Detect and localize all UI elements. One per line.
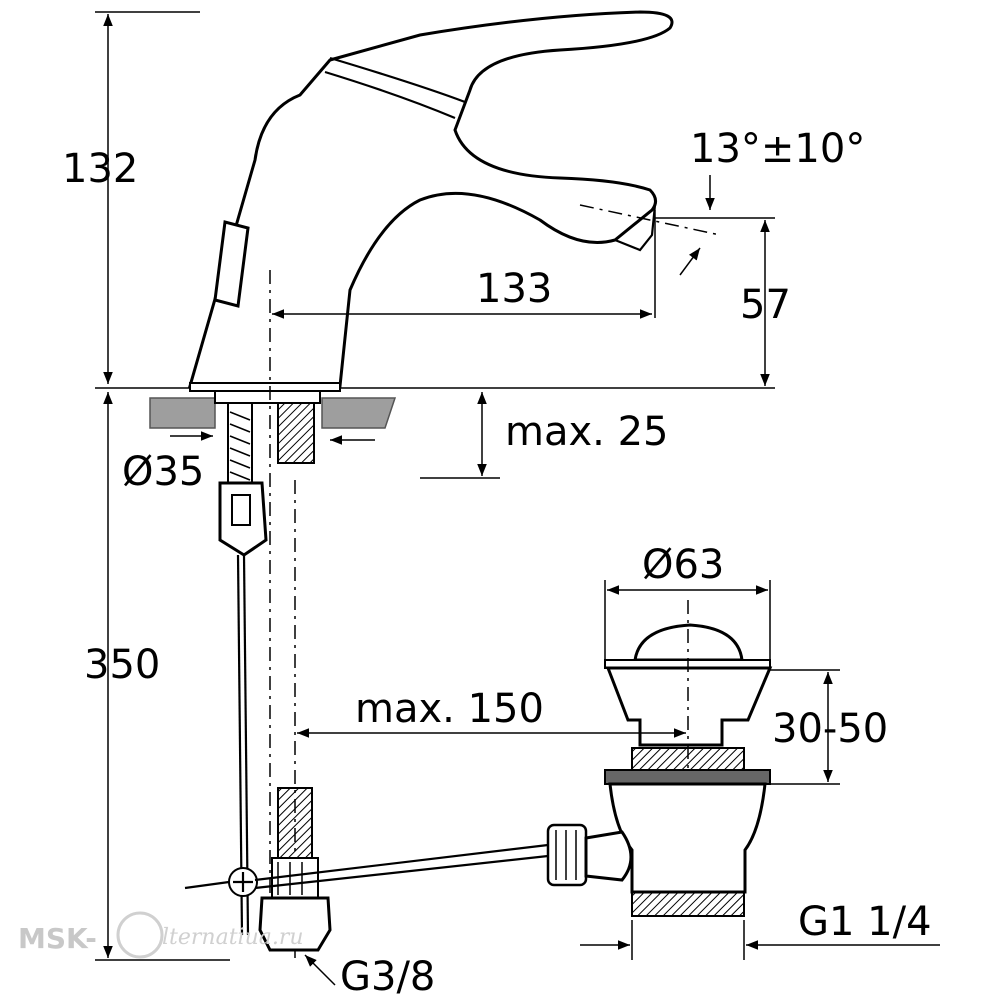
dim-supply-thread: G3/8 (340, 954, 435, 1000)
watermark-site: lternatiua.ru (162, 925, 304, 950)
watermark: MSK- lternatiua.ru (18, 911, 304, 959)
basin-counter (95, 387, 775, 429)
dimension-lines (95, 11, 940, 986)
watermark-logo-icon (116, 911, 164, 959)
dim-height-total: 132 (62, 146, 138, 192)
dim-rod-reach: max. 150 (355, 686, 544, 732)
faucet-body (188, 10, 674, 404)
dim-plug-diameter: Ø63 (642, 542, 724, 588)
dim-spout-height: 57 (740, 282, 791, 328)
dim-hole-diameter: Ø35 (122, 449, 204, 495)
dim-hose-length: 350 (84, 642, 160, 688)
dim-waste-range: 30-50 (772, 706, 888, 752)
watermark-brand: MSK- (18, 922, 97, 955)
dim-waste-thread: G1 1/4 (798, 899, 932, 945)
pop-up-waste (546, 600, 773, 917)
dim-max-thickness: max. 25 (505, 409, 668, 455)
dim-spout-angle: 13°±10° (690, 126, 865, 172)
mounting-hardware (184, 270, 549, 960)
dim-spout-reach: 133 (476, 266, 552, 312)
